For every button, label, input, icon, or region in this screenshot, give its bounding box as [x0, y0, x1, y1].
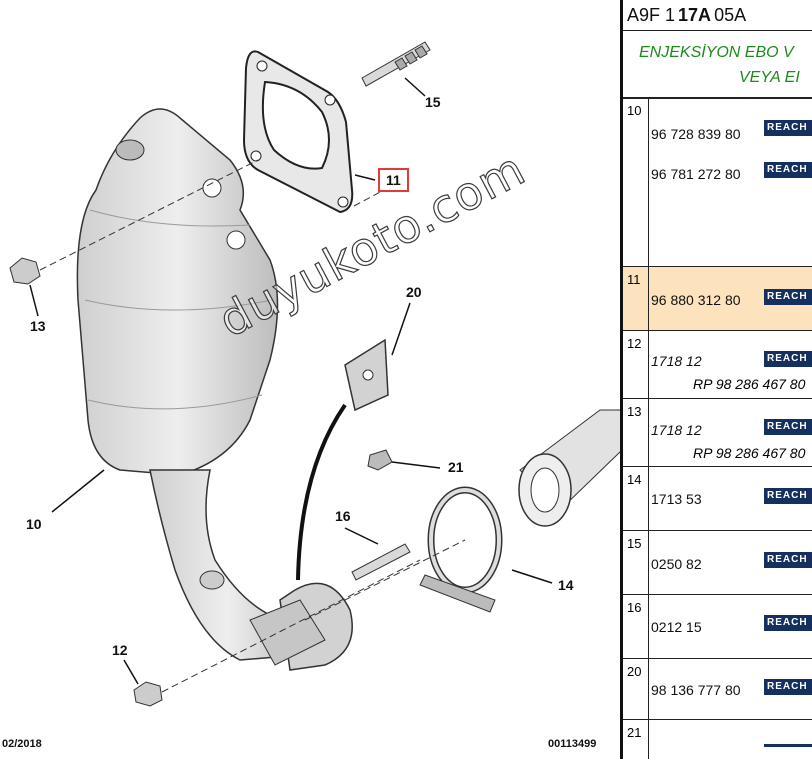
part-row[interactable]: 20 98 136 777 80 REACH [623, 659, 812, 720]
subtitle-line-2: VEYA EI [739, 69, 800, 86]
row-number: 13 [623, 399, 649, 466]
reach-badge: REACH [764, 679, 812, 695]
axis-lines [39, 159, 466, 693]
part-number[interactable]: 98 136 777 80 [651, 682, 741, 698]
part-number[interactable]: 96 880 312 80 [651, 292, 741, 308]
gasket-part [242, 50, 354, 214]
part-number[interactable]: 0250 82 [651, 556, 702, 572]
panel-header: A9F 1 17A 05A [623, 0, 812, 31]
reach-badge: REACH [764, 120, 812, 136]
code-prefix: A9F 1 [627, 4, 676, 25]
part-number[interactable]: 1718 12 [651, 353, 702, 369]
row-number: 10 [623, 98, 649, 266]
callout-12[interactable]: 12 [112, 642, 128, 658]
stud-part-15 [361, 41, 431, 87]
row-number: 15 [623, 531, 649, 594]
footer-date: 02/2018 [2, 738, 42, 750]
clamp-part-14 [419, 486, 503, 613]
outlet-pipe-part [518, 409, 622, 527]
leader-lines [29, 77, 553, 685]
reach-badge: REACH [764, 351, 812, 367]
part-row[interactable]: 13 1718 12 REACH RP 98 286 467 80 [623, 399, 812, 467]
callout-20[interactable]: 20 [406, 284, 422, 300]
panel-subtitle: ENJEKSİYON EBO V VEYA EI [623, 31, 812, 99]
nut-part-21 [367, 449, 393, 471]
part-row[interactable]: 15 0250 82 REACH [623, 531, 812, 595]
row-number: 11 [623, 267, 649, 330]
callout-11[interactable]: 11 [378, 168, 409, 192]
callout-13[interactable]: 13 [30, 318, 46, 334]
reach-badge: REACH [764, 162, 812, 178]
part-number[interactable]: 1718 12 [651, 422, 702, 438]
part-row[interactable]: 16 0212 15 REACH [623, 595, 812, 659]
footer-reference: 00113499 [548, 738, 597, 750]
part-number[interactable]: 0212 15 [651, 619, 702, 635]
row-number: 16 [623, 595, 649, 658]
bracket-part-20 [344, 338, 389, 412]
row-number: 14 [623, 467, 649, 530]
bolt-part-13 [9, 257, 41, 285]
part-row[interactable]: 10 96 728 839 80 REACH 96 781 272 80 REA… [623, 98, 812, 267]
callout-16[interactable]: 16 [335, 508, 351, 524]
code-bold: 17A [678, 4, 712, 25]
part-row[interactable]: 12 1718 12 REACH RP 98 286 467 80 [623, 331, 812, 399]
code-suffix: 05A [714, 4, 747, 25]
row-number: 21 [623, 720, 649, 759]
part-row-selected[interactable]: 11 96 880 312 80 REACH [623, 267, 812, 331]
part-number[interactable]: 96 781 272 80 [651, 166, 741, 182]
stud-part-16 [351, 543, 411, 581]
part-number[interactable]: 96 728 839 80 [651, 126, 741, 142]
part-number[interactable]: 1713 53 [651, 491, 702, 507]
reach-badge: REACH [764, 289, 812, 305]
part-row[interactable]: 14 1713 53 REACH [623, 467, 812, 531]
replacement-part-number[interactable]: RP 98 286 467 80 [693, 376, 806, 392]
exhaust-illustration [9, 41, 622, 707]
callout-15[interactable]: 15 [425, 94, 441, 110]
panel-divider [620, 0, 623, 759]
callout-14[interactable]: 14 [558, 577, 574, 593]
subtitle-line-1: ENJEKSİYON EBO V [639, 44, 794, 61]
parts-diagram: 15 11 13 20 21 10 16 14 12 duyukoto.com … [2, 41, 622, 750]
row-number: 12 [623, 331, 649, 398]
row-number: 20 [623, 659, 649, 719]
reach-badge: REACH [764, 615, 812, 631]
reach-badge: REACH [764, 488, 812, 504]
part-row[interactable]: 21 [623, 720, 812, 759]
reach-badge: REACH [764, 419, 812, 435]
callout-10[interactable]: 10 [26, 516, 42, 532]
bracket-link-arc [296, 403, 347, 581]
bolt-part-12 [133, 681, 163, 707]
reach-badge: REACH [764, 552, 812, 568]
catalytic-converter-part [76, 108, 353, 671]
reach-badge-partial [764, 744, 812, 747]
parts-list-panel: A9F 1 17A 05A ENJEKSİYON EBO V VEYA EI 1… [623, 0, 812, 759]
callout-21[interactable]: 21 [448, 459, 464, 475]
replacement-part-number[interactable]: RP 98 286 467 80 [693, 445, 806, 461]
